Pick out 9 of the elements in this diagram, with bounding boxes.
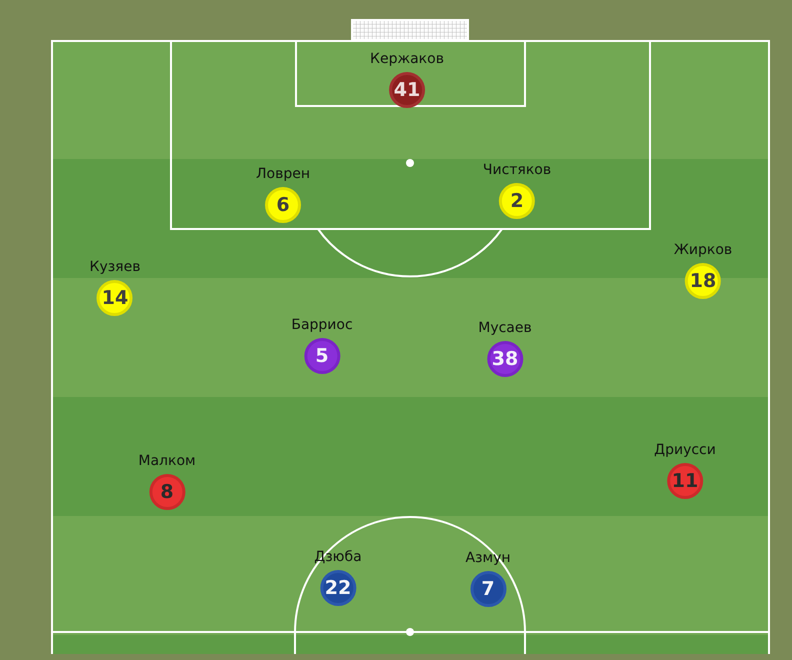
player-name: Малком: [138, 452, 196, 470]
player-name: Мусаев: [478, 319, 532, 337]
player-name: Дриусси: [654, 441, 716, 459]
player-name: Кержаков: [370, 50, 444, 68]
player-name: Ловрен: [256, 165, 310, 183]
player-name: Жирков: [674, 241, 732, 259]
player-name: Барриос: [291, 316, 353, 334]
player-name: Чистяков: [482, 161, 552, 179]
player-name: Кузяев: [90, 258, 140, 276]
